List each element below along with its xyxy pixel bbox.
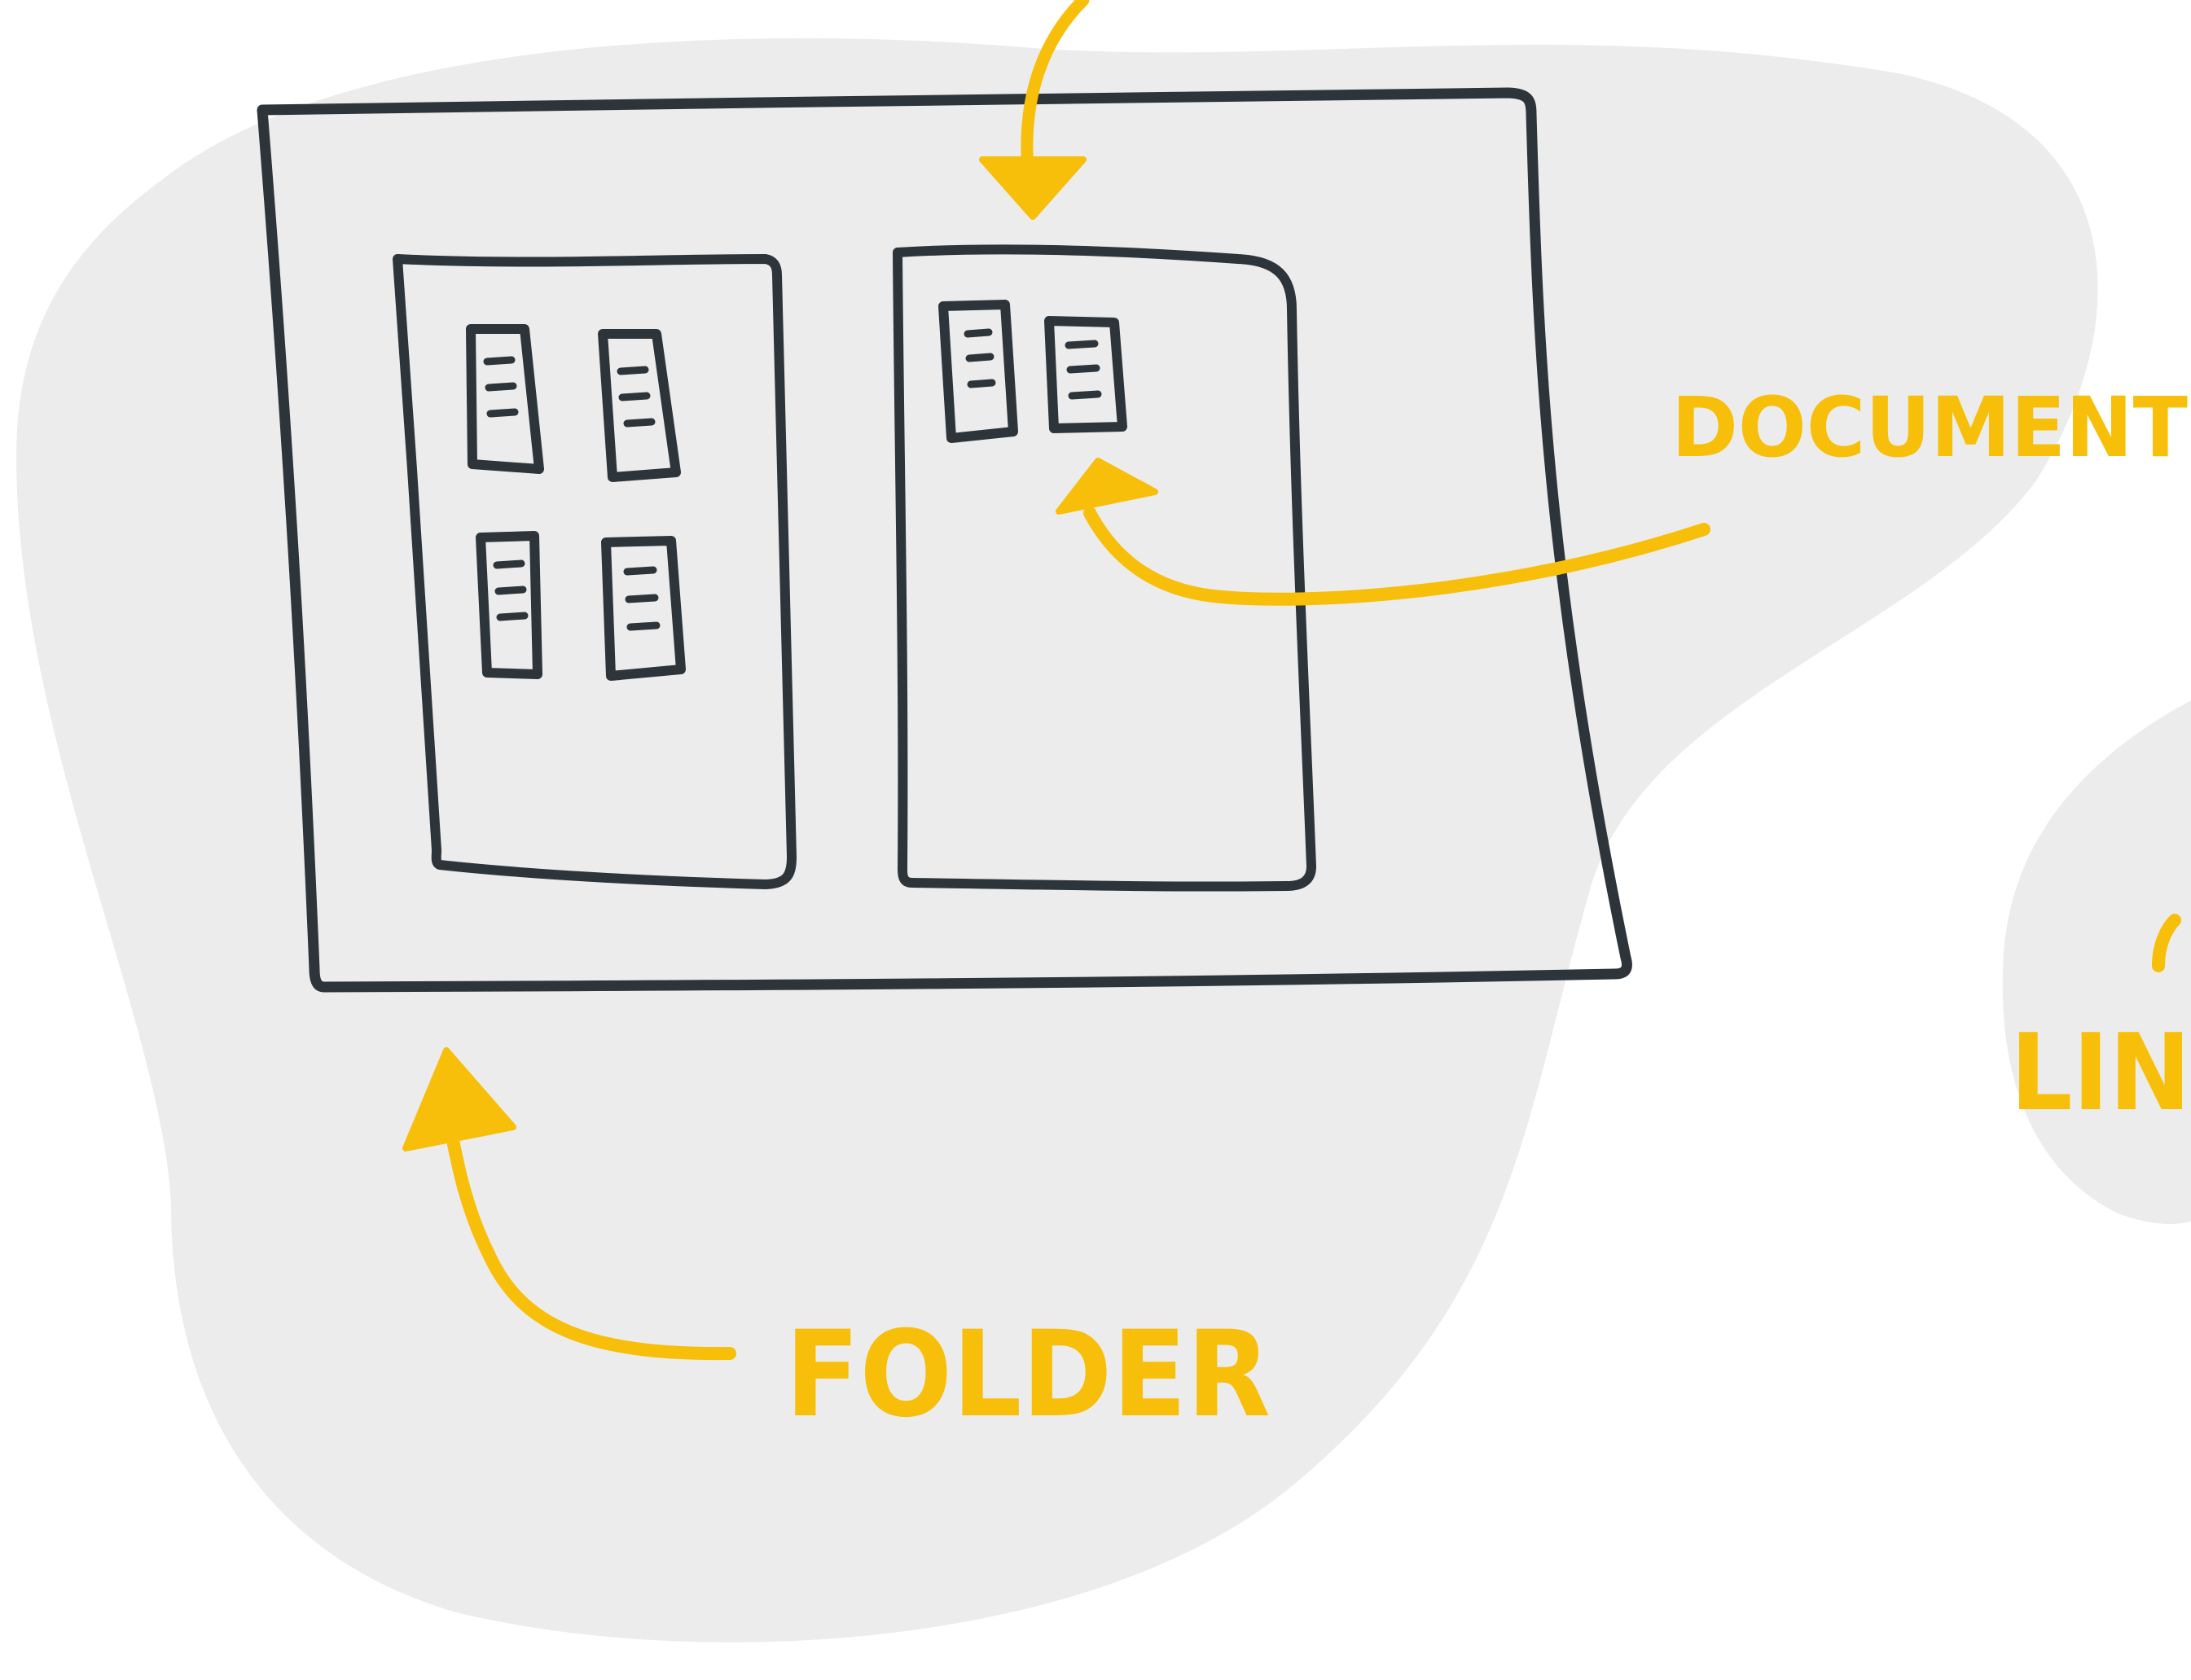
document-icon <box>938 300 1018 443</box>
folder-pointer-arrow <box>402 1047 736 1361</box>
left-pane <box>393 254 797 889</box>
outer-window <box>257 87 1632 993</box>
secondary-background-blob <box>2002 700 2191 1224</box>
document-label: DOCUMENT <box>1671 379 2188 476</box>
link-label-partial: LIN <box>2010 1011 2191 1134</box>
right-pane <box>893 244 1316 892</box>
folder-label: FOLDER <box>785 1305 1271 1444</box>
document-icon <box>466 324 544 474</box>
document-icon <box>476 531 542 679</box>
pane-pointer-arrow <box>979 0 1090 220</box>
document-pointer-arrow <box>1056 458 1710 606</box>
document-icon <box>1044 316 1127 433</box>
link-pointer-arrow <box>2152 914 2181 972</box>
document-icon <box>598 329 681 482</box>
document-icon <box>601 536 686 681</box>
